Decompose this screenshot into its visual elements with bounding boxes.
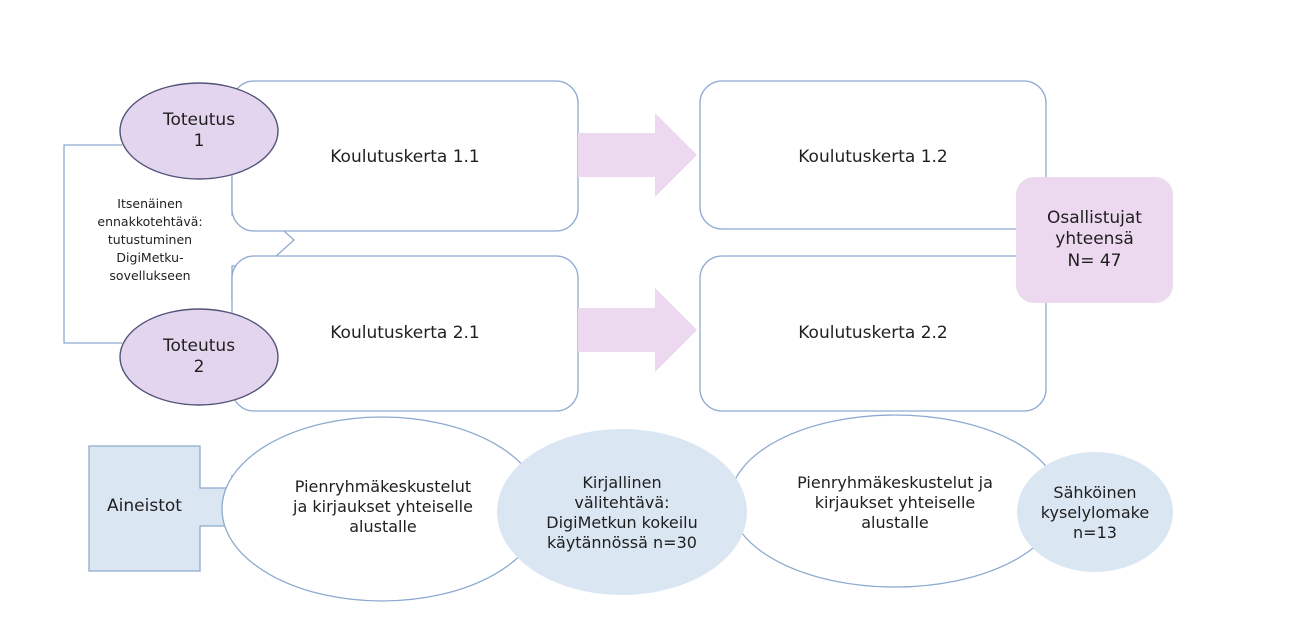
survey-label: Sähköinen kyselylomake n=13 <box>1040 483 1150 542</box>
session-2-2-box <box>699 255 1047 412</box>
implementation-2-ellipse <box>119 308 279 406</box>
implementation-1-ellipse <box>119 82 279 180</box>
participants-box <box>1016 177 1173 303</box>
session-1-2-box <box>699 80 1047 230</box>
discussion-2-label: Pienryhmäkeskustelut ja kirjaukset yhtei… <box>797 473 993 532</box>
flow-arrow-2 <box>578 288 697 372</box>
interim-task-label: Kirjallinen välitehtävä: DigiMetkun koke… <box>546 473 698 552</box>
session-2-1-label: Koulutuskerta 2.1 <box>330 323 480 344</box>
discussion-1-label: Pienryhmäkeskustelut ja kirjaukset yhtei… <box>293 477 473 536</box>
participants-label: Osallistujat yhteensä N= 47 <box>1047 208 1142 271</box>
survey-ellipse <box>1017 452 1173 572</box>
flow-arrow-1 <box>578 113 697 197</box>
session-2-2-label: Koulutuskerta 2.2 <box>798 323 948 344</box>
interim-task-ellipse <box>497 429 747 595</box>
session-1-1-label: Koulutuskerta 1.1 <box>330 147 480 168</box>
implementation-1-label: Toteutus 1 <box>162 109 236 151</box>
pre-task-bracket <box>63 144 122 344</box>
pre-task-label: Itsenäinen ennakkotehtävä: tutustuminen … <box>97 195 203 284</box>
implementation-2-label: Toteutus 2 <box>162 335 236 377</box>
session-1-2-label: Koulutuskerta 1.2 <box>798 147 948 168</box>
materials-label: Aineistot <box>107 496 182 517</box>
